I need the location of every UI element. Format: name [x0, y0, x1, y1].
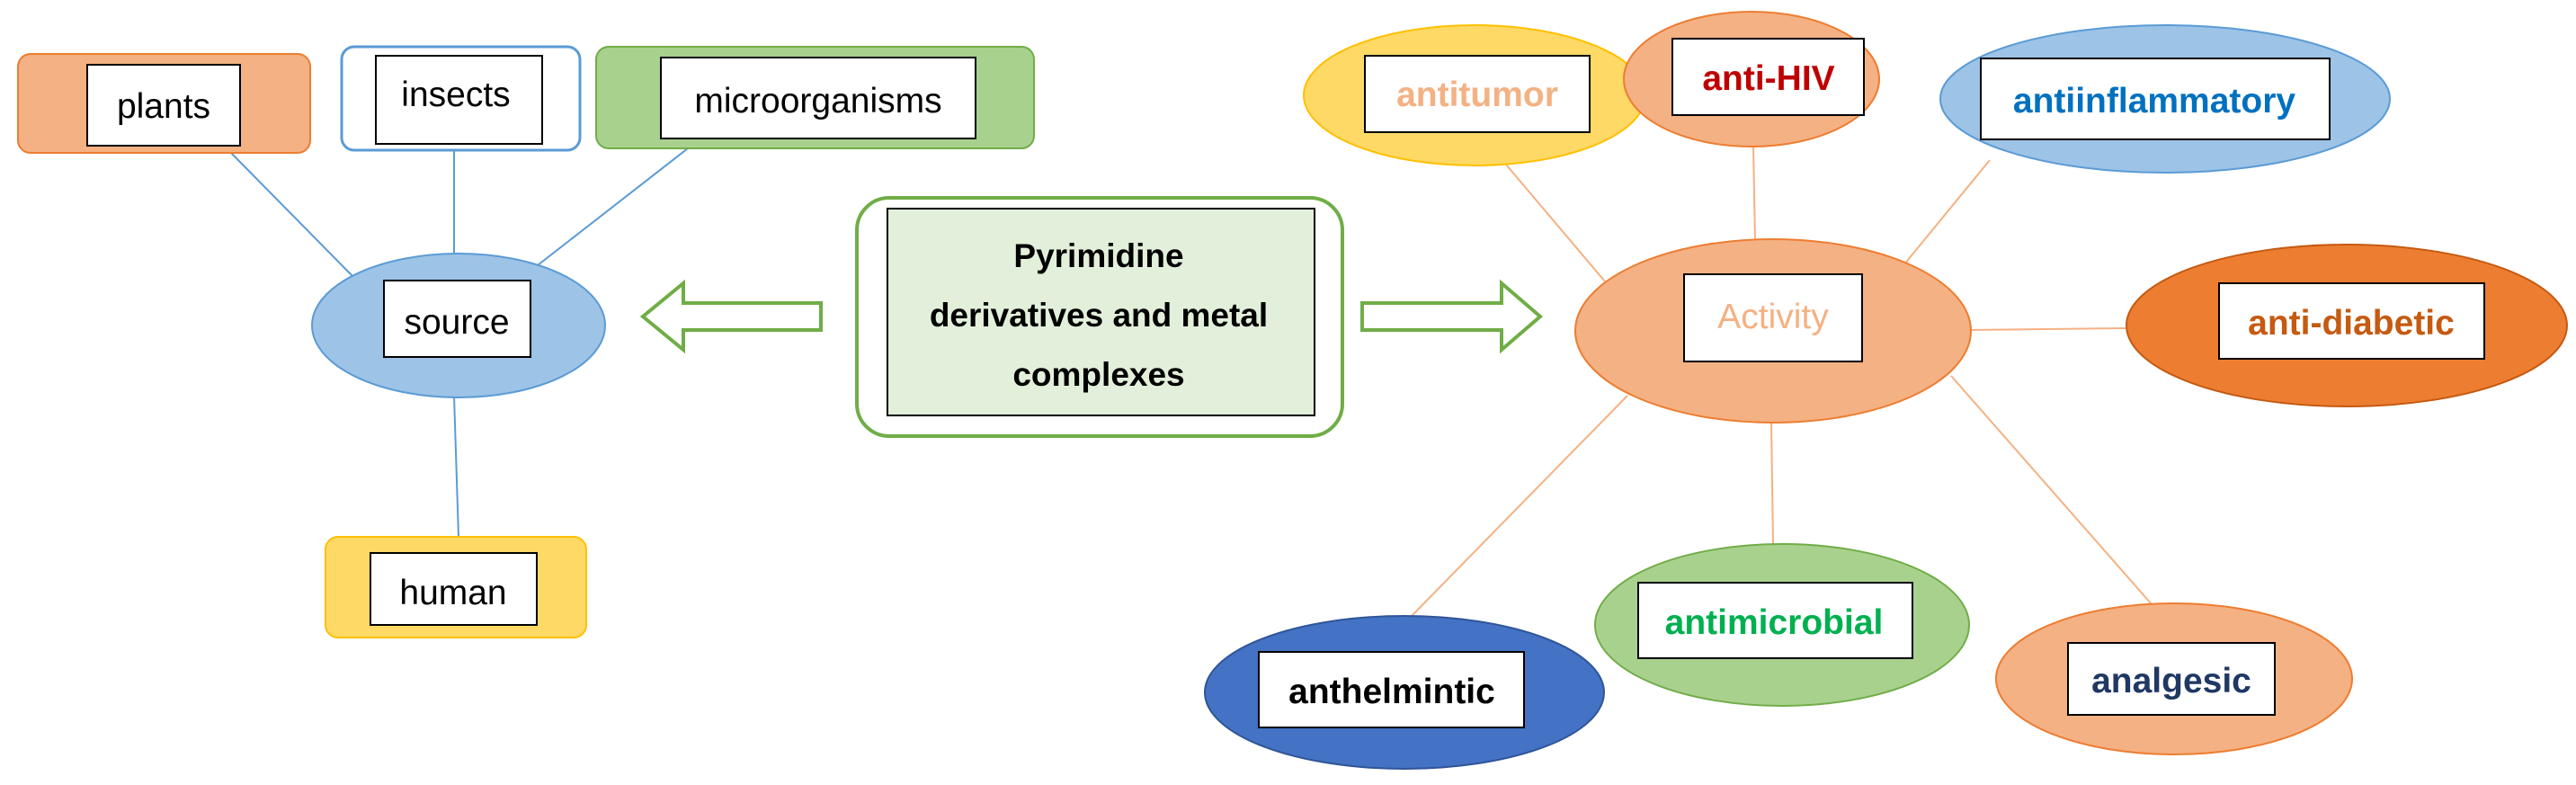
- activity-connectors: [1411, 145, 2153, 617]
- connector-antitumor: [1505, 164, 1606, 282]
- insects-label: insects: [401, 76, 510, 114]
- analgesic-label: analgesic: [2091, 662, 2251, 700]
- anti-hiv-label: anti-HIV: [1702, 59, 1834, 98]
- antimicrobial-label: antimicrobial: [1665, 603, 1884, 642]
- activity-node-analgesic: analgesic: [1995, 602, 2353, 755]
- connector-human: [453, 395, 459, 538]
- source-connectors: [228, 147, 689, 538]
- center-line-2: derivatives and metal: [930, 297, 1268, 334]
- center-node: Pyrimidine derivatives and metal complex…: [855, 196, 1344, 438]
- source-node-insects: insects: [340, 45, 582, 152]
- left-arrow: [639, 279, 823, 354]
- activity-node-anti-diabetic: anti-diabetic: [2126, 244, 2568, 407]
- center-line-3: complexes: [1012, 356, 1184, 393]
- activity-node-antitumor: antitumor: [1303, 24, 1646, 166]
- right-arrow: [1360, 279, 1544, 354]
- center-line-1: Pyrimidine: [1013, 237, 1183, 274]
- human-label: human: [399, 574, 506, 612]
- source-label: source: [404, 303, 509, 342]
- connector-antiinflammatory: [1899, 159, 1991, 271]
- connector-antimicrobial: [1770, 420, 1774, 545]
- connector-plants: [228, 150, 356, 280]
- antiinflammatory-label: antiinflammatory: [2013, 82, 2296, 120]
- activity-node-antiinflammatory: antiinflammatory: [1939, 24, 2391, 174]
- connector-microorganisms: [537, 147, 689, 266]
- activity-node-anti-hiv: anti-HIV: [1623, 11, 1880, 147]
- activity-node-anthelmintic: anthelmintic: [1204, 615, 1605, 770]
- connector-anti-diabetic: [1968, 327, 2127, 331]
- source-node: source: [311, 253, 606, 398]
- connector-analgesic: [1950, 375, 2153, 605]
- plants-label: plants: [117, 87, 210, 126]
- activity-node-antimicrobial: antimicrobial: [1594, 543, 1970, 707]
- activity-node: Activity: [1574, 238, 1972, 424]
- source-node-plants: plants: [17, 53, 311, 154]
- antitumor-label: antitumor: [1396, 76, 1558, 114]
- source-node-microorganisms: microorganisms: [595, 46, 1035, 149]
- anti-diabetic-label: anti-diabetic: [2248, 304, 2455, 343]
- microorganisms-label: microorganisms: [694, 82, 941, 120]
- connector-anti-hiv: [1752, 145, 1756, 242]
- activity-label: Activity: [1717, 298, 1829, 336]
- connector-anthelmintic: [1411, 395, 1628, 617]
- anthelmintic-label: anthelmintic: [1288, 673, 1495, 711]
- source-node-human: human: [325, 536, 587, 638]
